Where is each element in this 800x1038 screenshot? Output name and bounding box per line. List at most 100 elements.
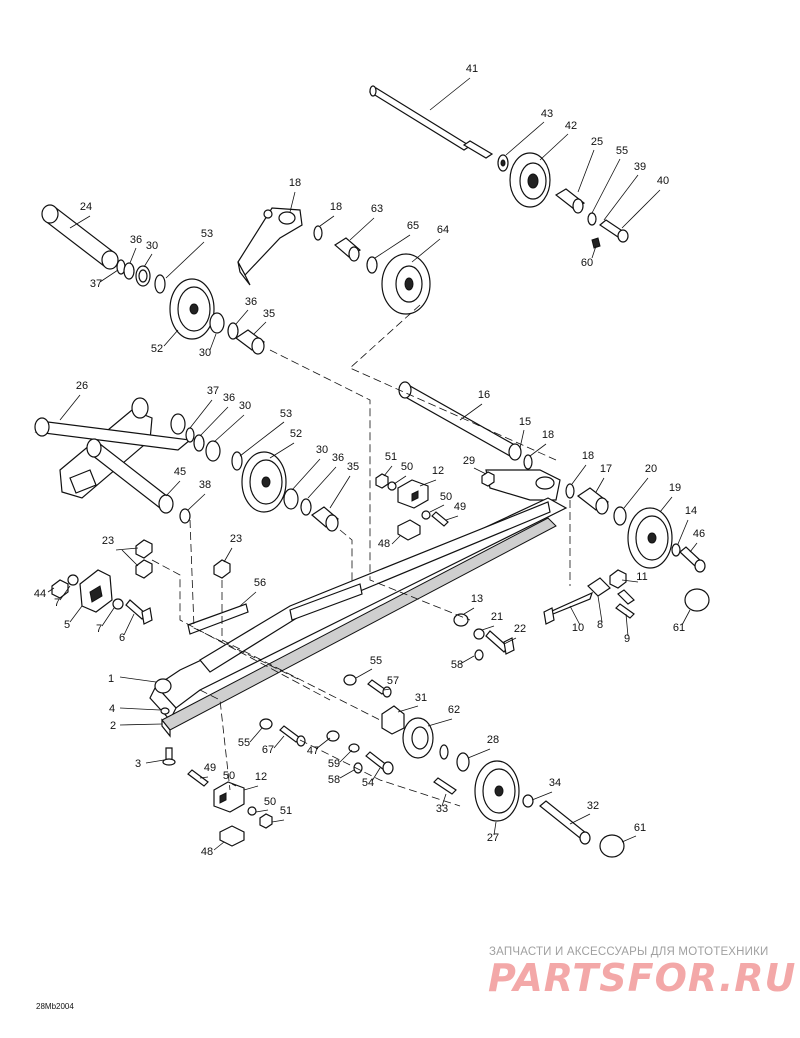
- nut-29: [481, 471, 495, 487]
- callout-c22: 22: [514, 623, 526, 635]
- callout-c21: 21: [491, 611, 503, 623]
- callout-c65: 65: [407, 220, 419, 232]
- bearing-30-mid-b: [283, 488, 299, 510]
- callout-c55c: 55: [238, 737, 250, 749]
- callout-c64: 64: [437, 224, 449, 236]
- washer-55-top: [587, 212, 597, 226]
- assembly-line-i: [199, 689, 231, 791]
- screw-3: [162, 747, 176, 766]
- spacer-17: [576, 487, 610, 515]
- plate-8: [587, 577, 611, 597]
- callout-c52a: 52: [151, 343, 163, 355]
- washer-38: [179, 508, 191, 524]
- block-12-lower: [213, 781, 245, 813]
- pad-48-upper: [397, 519, 421, 541]
- callout-c36d: 36: [332, 452, 344, 464]
- nut-51-upper: [375, 473, 389, 489]
- bolt-6: [125, 599, 153, 625]
- bushing-43: [497, 154, 509, 172]
- bolt-10: [543, 591, 594, 625]
- callout-c35a: 35: [263, 308, 275, 320]
- shaft-16: [398, 381, 522, 461]
- callout-c28: 28: [487, 734, 499, 746]
- callout-c11: 11: [636, 571, 647, 583]
- callout-c36a: 36: [130, 234, 142, 246]
- washer-47: [326, 730, 340, 742]
- callout-c59: 59: [328, 758, 340, 770]
- washer-36-top: [123, 262, 135, 280]
- callout-c49b: 49: [204, 762, 216, 774]
- callout-c38: 38: [199, 479, 211, 491]
- callout-c1: 1: [108, 673, 114, 685]
- nut-23-mid: [213, 559, 231, 579]
- callout-c30d: 30: [316, 444, 328, 456]
- callout-c6: 6: [119, 632, 125, 644]
- bolt-49-lower: [187, 769, 209, 787]
- wheel-19: [627, 507, 673, 569]
- spacer-25: [554, 188, 586, 214]
- cap-61-right: [684, 588, 710, 612]
- callout-c53a: 53: [201, 228, 213, 240]
- washer-18-right: [565, 483, 575, 499]
- block-12-upper: [397, 479, 429, 509]
- bearing-30-mid: [205, 440, 221, 462]
- callout-c55a: 55: [616, 145, 628, 157]
- callout-c51b: 51: [280, 805, 292, 817]
- ring-20: [613, 506, 627, 526]
- drawing-code: 28Mb2004: [36, 1002, 74, 1011]
- callout-c12a: 12: [432, 465, 444, 477]
- bearing-30-top: [135, 265, 151, 287]
- callout-c53b: 53: [280, 408, 292, 420]
- callout-c35b: 35: [347, 461, 359, 473]
- wheel-52-mid: [241, 451, 287, 513]
- wheel-27: [474, 760, 520, 822]
- washer-34: [522, 794, 534, 808]
- assembly-line-c: [339, 529, 353, 584]
- washer-55-c: [259, 718, 273, 730]
- shaft-41: [368, 85, 494, 159]
- callout-c48a: 48: [378, 538, 390, 550]
- ring-53-mid: [231, 451, 243, 471]
- rear-arm-26: [34, 397, 192, 514]
- callout-c2: 2: [110, 720, 116, 732]
- callout-c18c: 18: [542, 429, 554, 441]
- watermark-tagline: ЗАПЧАСТИ И АКСЕССУАРЫ ДЛЯ МОТОТЕХНИКИ: [489, 946, 769, 958]
- callout-c48b: 48: [201, 846, 213, 858]
- washer-36-mid-b: [300, 498, 312, 516]
- callout-c4: 4: [109, 703, 115, 715]
- cap-61-lower: [599, 834, 625, 858]
- washer-50-upper-b: [421, 510, 431, 520]
- callout-c37a: 37: [90, 278, 102, 290]
- callout-c33: 33: [436, 803, 448, 815]
- spacer-63: [333, 237, 362, 262]
- runner-2: [161, 517, 557, 738]
- callout-c58a: 58: [451, 659, 463, 671]
- block-31: [381, 705, 405, 735]
- washer-36-top-b: [227, 322, 239, 340]
- ring-53-top: [154, 274, 166, 294]
- callout-c49a: 49: [454, 501, 466, 513]
- callout-c50a: 50: [401, 461, 413, 473]
- callout-c19: 19: [669, 482, 681, 494]
- callout-c24: 24: [80, 201, 92, 213]
- callout-c31: 31: [415, 692, 427, 704]
- callout-c47: 47: [307, 745, 319, 757]
- callout-c50b: 50: [440, 491, 452, 503]
- callout-c40: 40: [657, 175, 669, 187]
- callout-c3: 3: [135, 758, 141, 770]
- callout-c61b: 61: [634, 822, 646, 834]
- washer-14: [671, 543, 681, 557]
- clip-60: [591, 237, 601, 249]
- washer-18: [313, 225, 323, 241]
- bushing-58-upper: [474, 649, 484, 661]
- callout-c7a: 7: [54, 597, 60, 609]
- callout-c23a: 23: [102, 535, 114, 547]
- callout-c36c: 36: [223, 392, 235, 404]
- washer-59: [348, 743, 360, 753]
- callout-c46: 46: [693, 528, 705, 540]
- callout-c30b: 30: [199, 347, 211, 359]
- pin-4: [160, 707, 170, 715]
- callout-c45: 45: [174, 466, 186, 478]
- callout-c34: 34: [549, 777, 561, 789]
